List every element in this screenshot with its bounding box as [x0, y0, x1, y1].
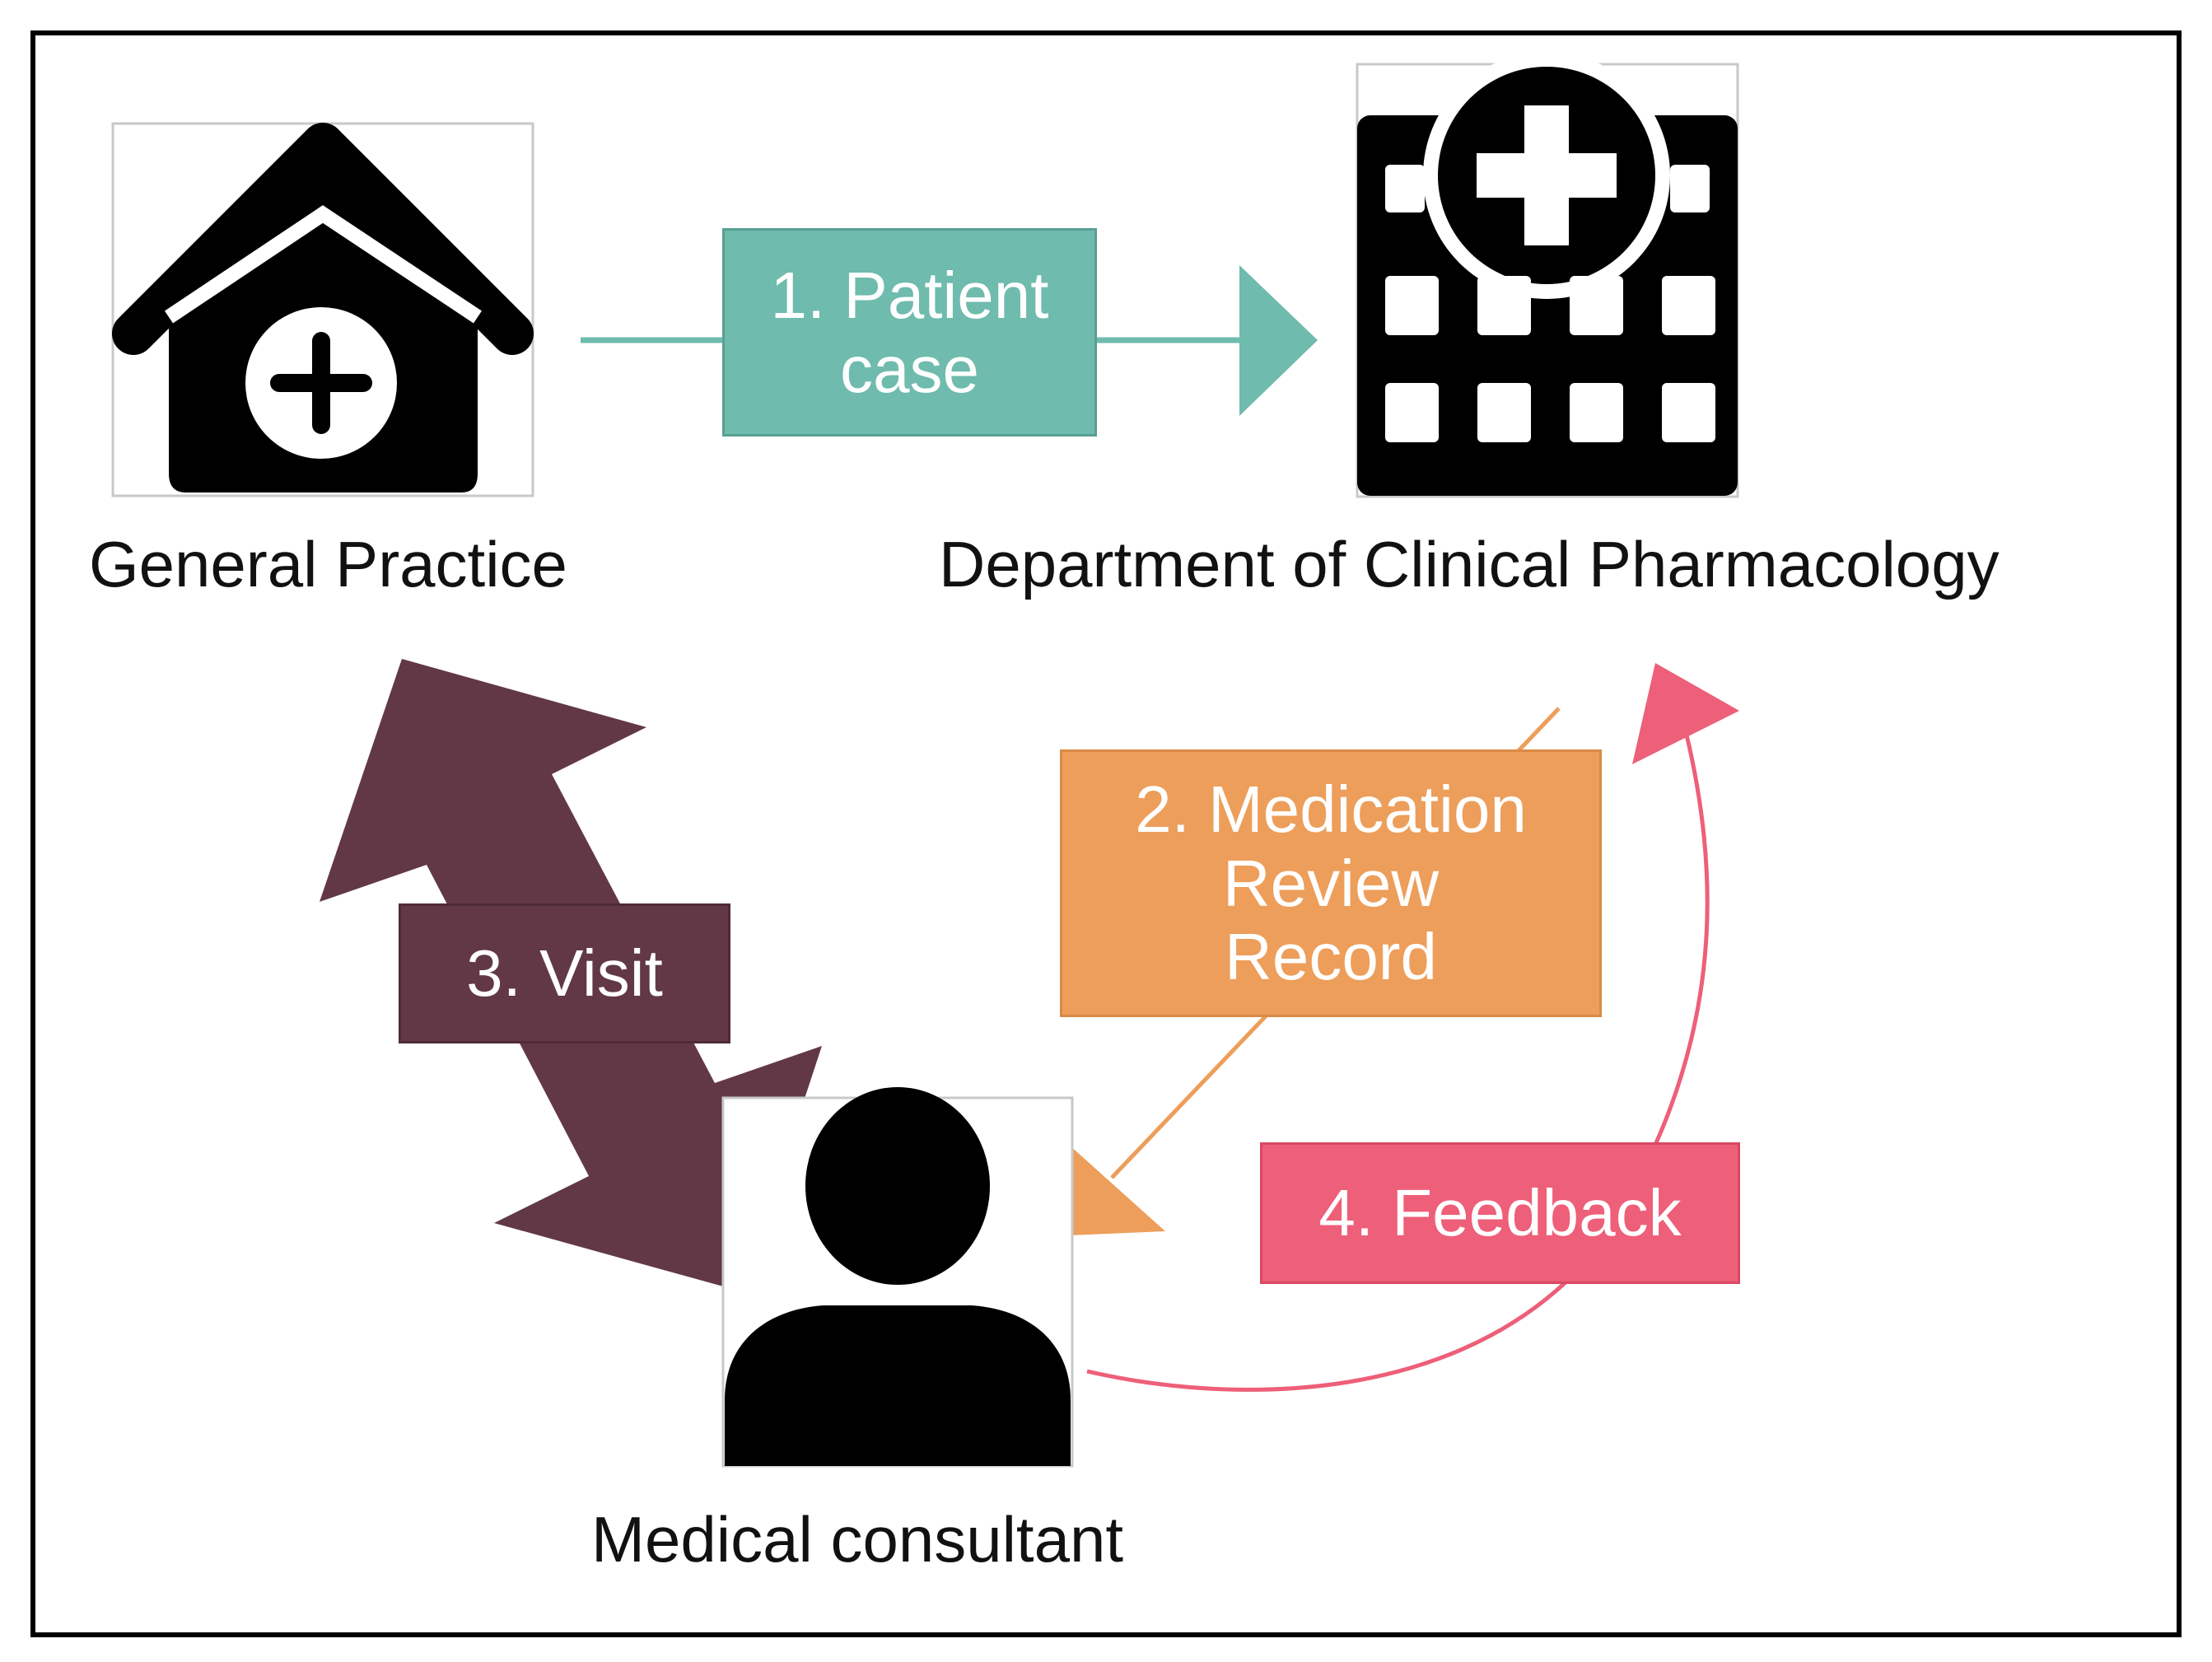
feedback-box: 4. Feedback	[1260, 1142, 1740, 1284]
patient-case-box: 1. Patient case	[722, 228, 1097, 437]
person-silhouette-icon	[721, 1087, 1074, 1468]
feedback-label: 4. Feedback	[1318, 1176, 1682, 1250]
medication-review-line-2: Review	[1222, 846, 1440, 920]
general-practice-label: General Practice	[89, 528, 567, 600]
medication-review-line-3: Record	[1225, 920, 1437, 994]
hospital-building-icon	[1356, 52, 1739, 498]
patient-case-line-1: 1. Patient	[770, 258, 1049, 332]
patient-case-line-2: case	[840, 332, 979, 406]
visit-label: 3. Visit	[466, 936, 663, 1011]
consultant-label: Medical consultant	[591, 1503, 1124, 1576]
clinic-house-icon	[111, 122, 534, 497]
department-label: Department of Clinical Pharmacology	[939, 528, 2000, 600]
visit-box: 3. Visit	[399, 903, 730, 1043]
medication-review-line-1: 2. Medication	[1135, 773, 1527, 847]
medication-review-box: 2. Medication Review Record	[1060, 749, 1602, 1017]
